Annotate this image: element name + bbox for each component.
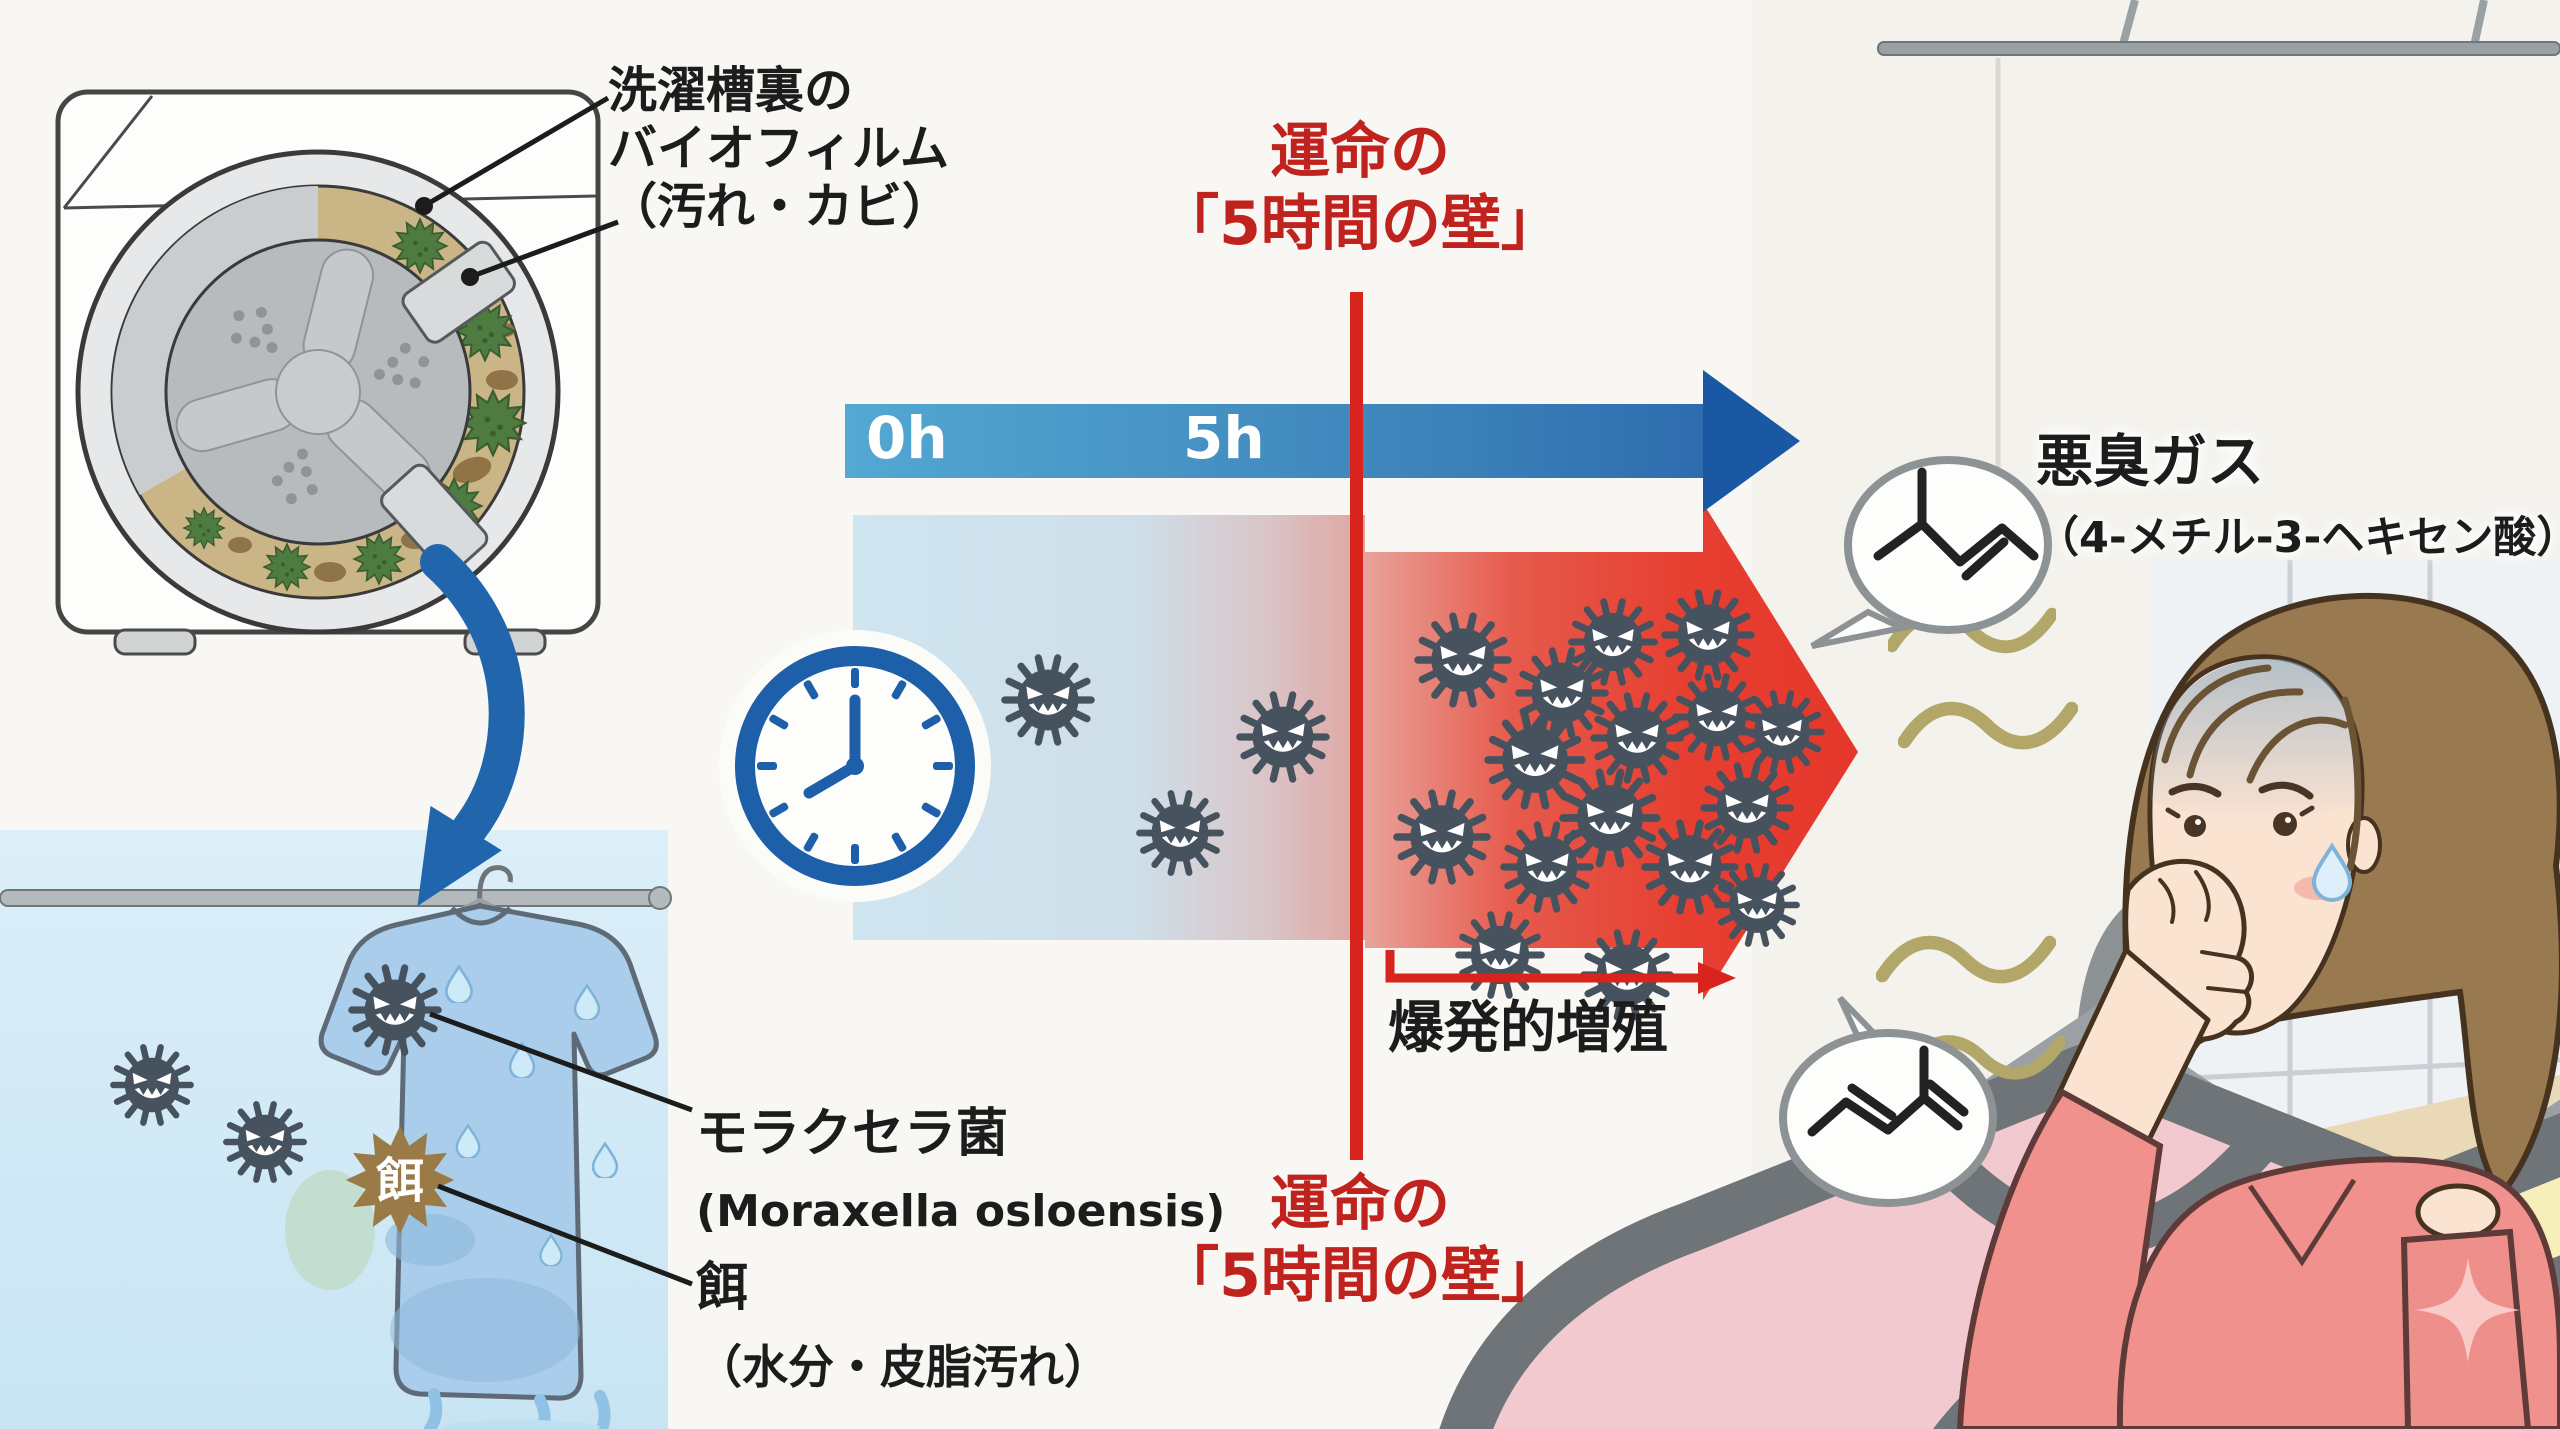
explosive-growth-label: 爆発的増殖 (1388, 996, 1668, 1061)
woman (1956, 593, 2560, 1429)
wet-patch (390, 1278, 580, 1382)
washer-biofilm-label: 洗濯槽裏の バイオフィルム （汚れ・カビ） (608, 62, 952, 235)
closet-rod (1877, 41, 2560, 56)
chemical-structure-icon (1807, 1045, 1969, 1137)
puddle (440, 1420, 600, 1429)
eyebrows (2168, 781, 2314, 800)
wet-patch (385, 1214, 475, 1266)
collar (2247, 1178, 2357, 1267)
washing-machine (55, 89, 619, 656)
fate-wall-label-top: 運命の 「5時間の壁」 (1159, 117, 1561, 259)
eyes (2165, 805, 2315, 837)
odor-gas-title: 悪臭ガス (2036, 428, 2264, 495)
chemical-structure-icon (1873, 467, 2039, 581)
food-burst-icon: 餌 (345, 1125, 455, 1235)
odor-gas-chemical: （4-メチル-3-ヘキセン酸） (2036, 513, 2560, 564)
wet-patch (285, 1170, 375, 1290)
bangs (2161, 664, 2362, 872)
odor-gas-label: 悪臭ガス （4-メチル-3-ヘキセン酸） (2036, 412, 2560, 585)
sparkle-icon (2416, 1258, 2520, 1362)
food-badge-text: 餌 (376, 1153, 424, 1209)
drum-paddle (380, 240, 516, 576)
laundry-rod (0, 889, 663, 907)
bacteria-latin: (Moraxella osloensis) (696, 1185, 1226, 1237)
timeline-arrow-icon (845, 370, 1800, 512)
clock-icon (719, 630, 991, 902)
callout-line-bacteria (429, 1011, 693, 1113)
closet-rack (1877, 0, 2560, 56)
callout-line-biofilm (469, 219, 619, 280)
hand (2415, 1183, 2501, 1241)
bacteria-label: モラクセラ菌 (Moraxella osloensis) (696, 1086, 1225, 1257)
speech-bubble-bottom (1779, 995, 1997, 1207)
sweat-drop-icon (2311, 842, 2353, 902)
explosive-growth-arrow (1385, 950, 1736, 994)
timeline-start-label: 0h (866, 404, 948, 472)
food-name: 餌 (696, 1257, 749, 1318)
drum-holes (230, 306, 430, 505)
down-arrow-icon (417, 544, 525, 907)
finger-lines (2158, 870, 2248, 994)
timeline-threshold-label: 5h (1183, 404, 1265, 472)
bacteria-name: モラクセラ菌 (696, 1103, 1009, 1164)
fate-wall-label-bottom: 運命の 「5時間の壁」 (1159, 1169, 1561, 1311)
food-label: 餌 （水分・皮脂汚れ） (696, 1240, 1110, 1416)
callout-line-food (437, 1183, 693, 1287)
disgust-shade (2150, 658, 2362, 823)
five-hour-wall-line (1350, 292, 1363, 1160)
speech-bubble-top (1810, 456, 2052, 649)
callout-line-biofilm (422, 95, 610, 209)
laundry-rack-left: 餌 (0, 830, 2560, 1429)
food-detail: （水分・皮脂汚れ） (696, 1339, 1110, 1394)
